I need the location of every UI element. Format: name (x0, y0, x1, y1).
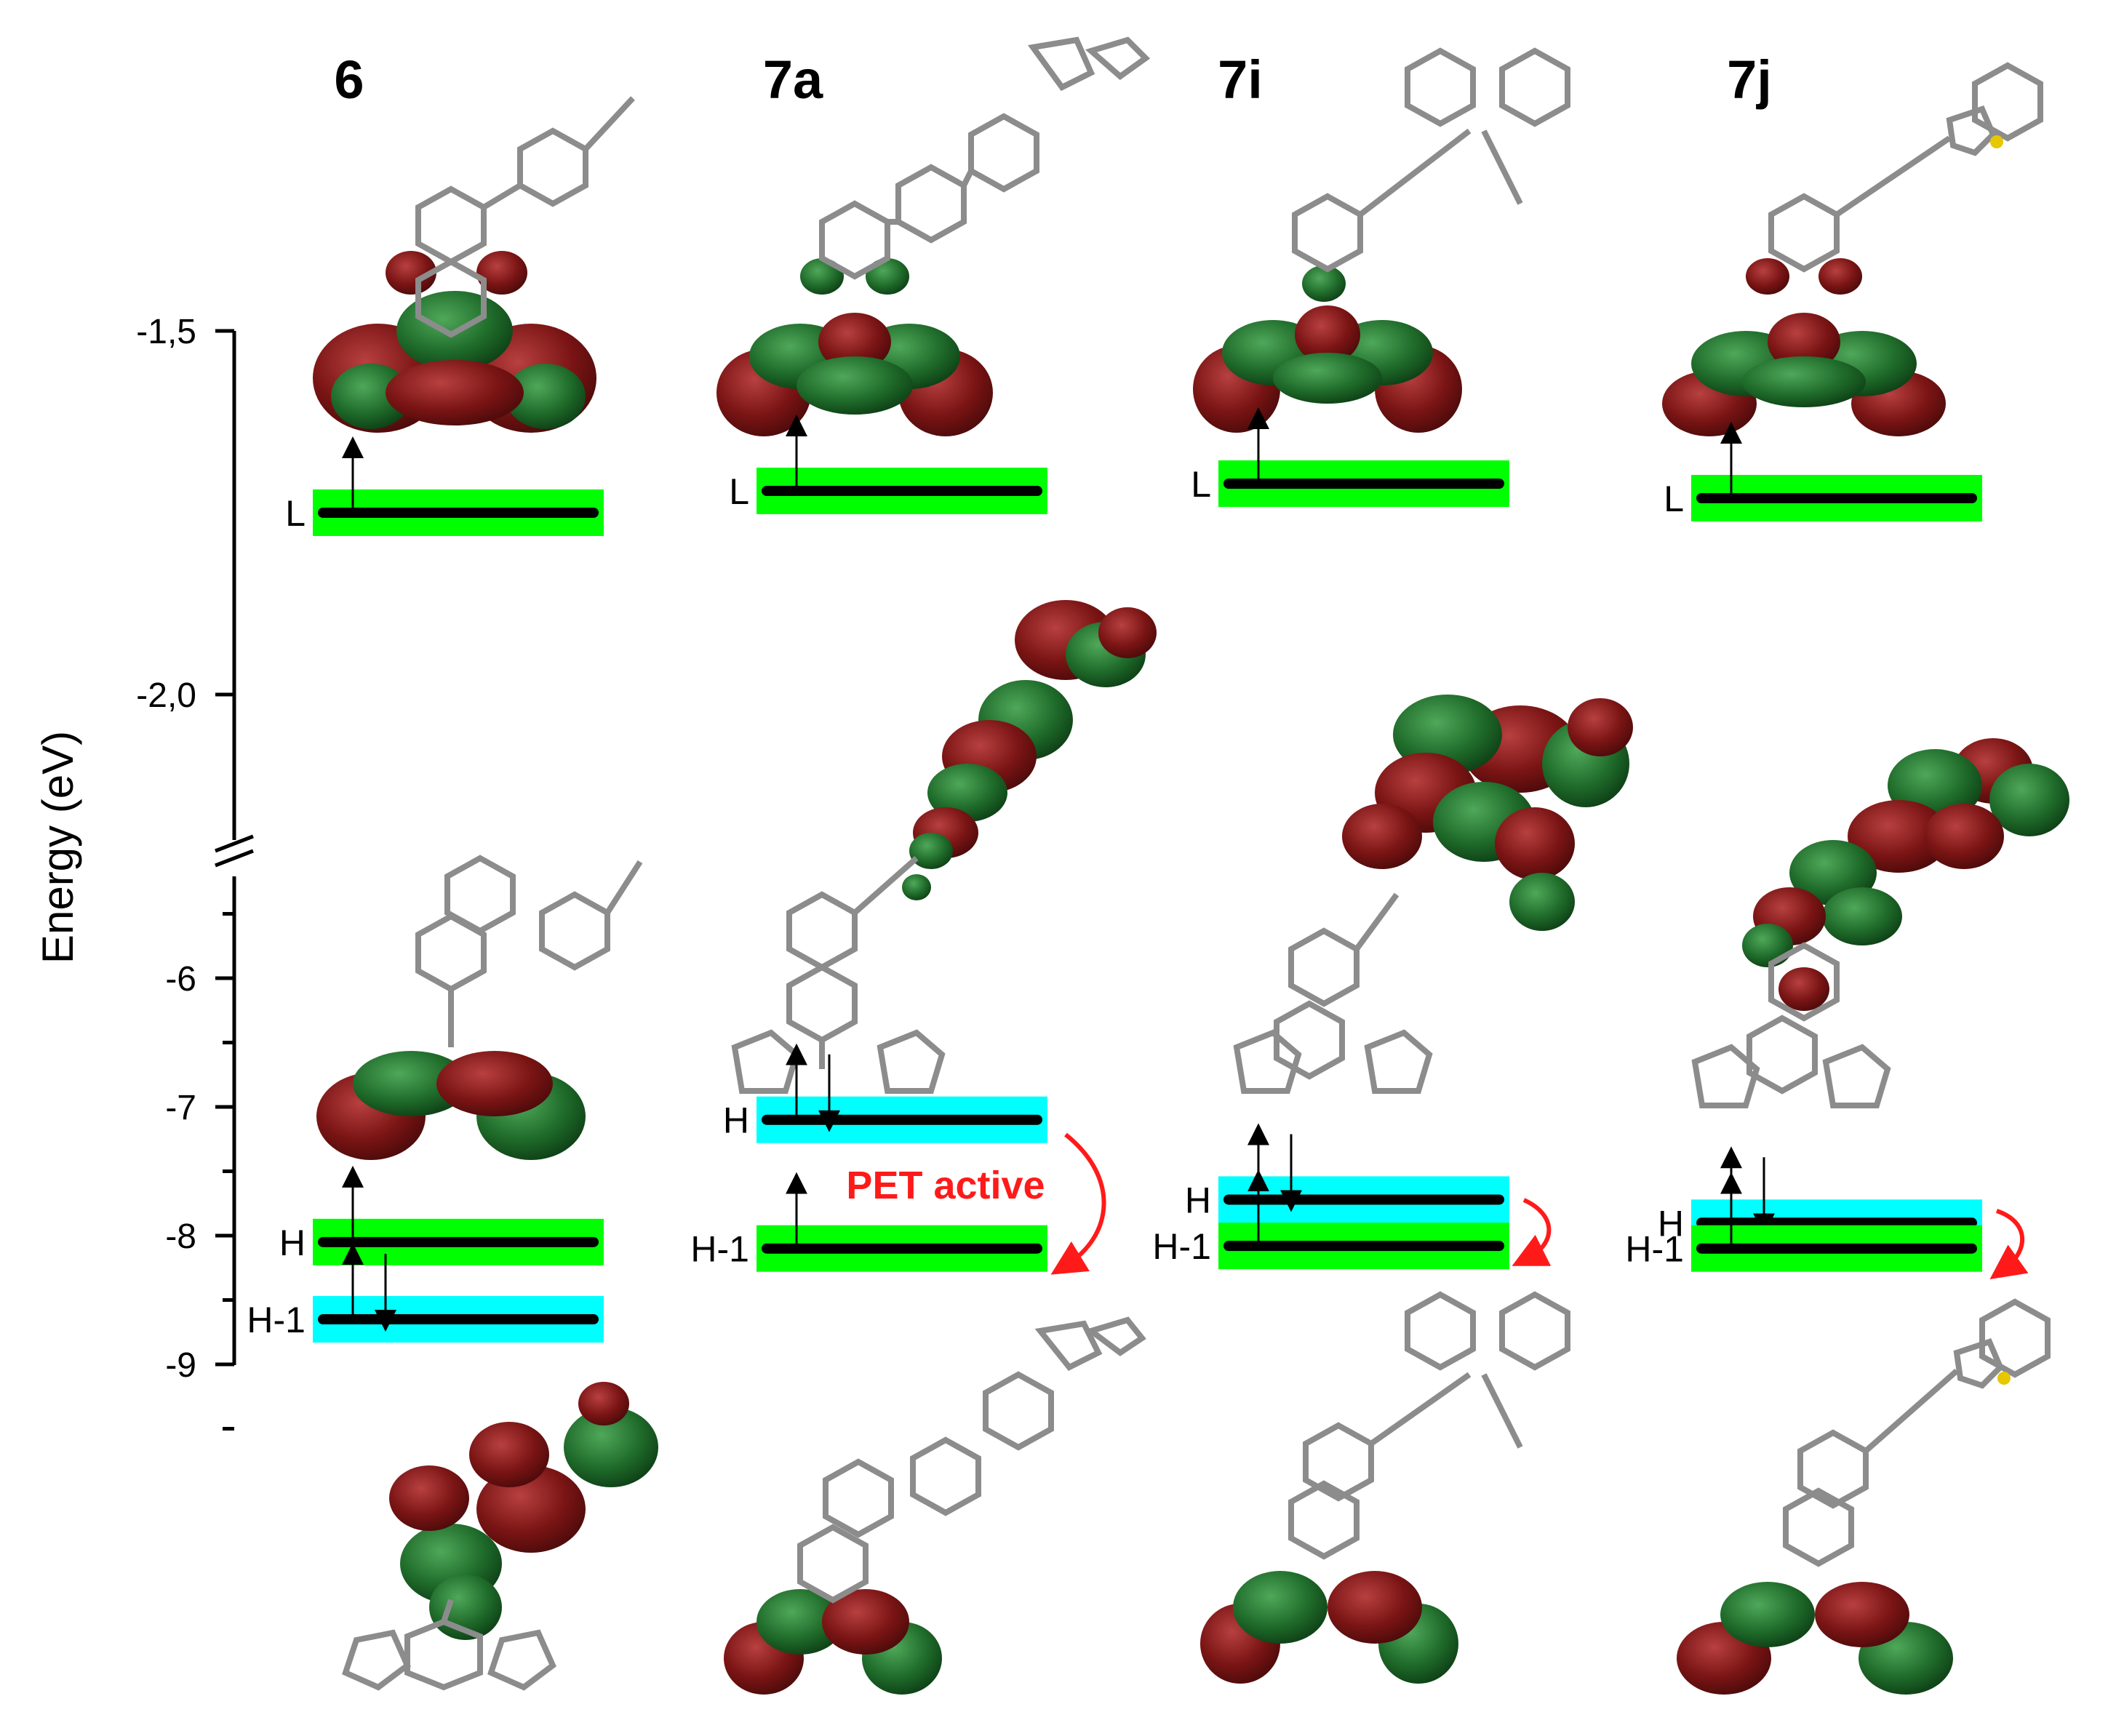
orbital-7i-lumo (1193, 265, 1462, 433)
pet-arrow-7i (1512, 1198, 1552, 1266)
axis-tick-label: -6 (165, 960, 196, 999)
level-label: L (1664, 479, 1684, 519)
sulfur-atom-7j-top (1990, 135, 2003, 148)
pet-active-label: PET active (846, 1164, 1045, 1207)
skeleton-7i-mid (1233, 892, 1433, 1094)
orbital-7i-homo-1 (1200, 1571, 1458, 1684)
level-7a-H: H (723, 1043, 1047, 1143)
orbital-illustrations (313, 36, 2069, 1695)
axis-tick-label: -9 (165, 1346, 196, 1385)
pet-arrow-7j (1989, 1209, 2029, 1279)
level-7i-H-1: H-1 (1152, 1169, 1509, 1270)
skeleton-7j-bottom (1783, 1298, 2051, 1567)
orbital-7a-lumo (716, 258, 993, 436)
axis-break-mark-1 (215, 834, 254, 853)
skeleton-7i-top (1292, 47, 1570, 273)
orbital-7j-homo-1 (1677, 1582, 1953, 1695)
level-label: L (285, 493, 306, 534)
level-label: L (729, 471, 749, 512)
compound-headers: 6 7a 7i 7j (334, 49, 1771, 110)
level-7a-H-1: H-1 (690, 1172, 1047, 1272)
level-7j-L: L (1664, 422, 1982, 521)
skeleton-7j-mid (1691, 942, 1891, 1108)
skeleton-6-top (415, 96, 635, 338)
skeleton-7a-mid (731, 856, 946, 1094)
level-7a-L: L (729, 415, 1047, 514)
skeleton-7a-bottom (797, 1316, 1146, 1604)
skeleton-6-bottom (342, 1599, 556, 1691)
level-7i-L: L (1191, 407, 1509, 507)
level-label: H (1658, 1203, 1684, 1244)
level-label: H-1 (1625, 1229, 1684, 1270)
axis-tick-label: -7 (165, 1089, 196, 1127)
level-6-H: H (279, 1165, 604, 1265)
skeleton-7a-top (819, 36, 1151, 280)
axis-tick-label: -1,5 (136, 313, 196, 351)
sulfur-atom-7j-bottom (1997, 1372, 2011, 1385)
compound-label-7j: 7j (1727, 49, 1772, 110)
axis-break-mark-2 (215, 849, 254, 868)
skeleton-6-mid (415, 855, 643, 1047)
orbital-6-lumo (313, 251, 596, 433)
lower-ticks: -6 -7 -8 -9 (165, 912, 234, 1431)
compound-label-6: 6 (334, 49, 364, 110)
level-label: L (1191, 464, 1211, 505)
level-7j-H-1: H-1 (1625, 1172, 1982, 1272)
level-label: H-1 (247, 1300, 306, 1340)
skeleton-7i-bottom (1288, 1291, 1570, 1560)
axis-tick-label: -8 (165, 1217, 196, 1256)
skeleton-7j-top (1768, 62, 2043, 273)
energy-axis: -1,5 -2,0 -6 -7 -8 -9 Energy (eV) (33, 313, 254, 1431)
level-label: H (279, 1223, 306, 1263)
orbital-7j-lumo (1662, 258, 1946, 436)
compound-label-7a: 7a (763, 49, 823, 110)
orbital-6-homo (316, 1051, 586, 1160)
axis-title: Energy (eV) (33, 731, 82, 964)
orbital-7i-homo (1342, 695, 1633, 931)
pet-annotation: PET active (846, 1132, 2029, 1279)
axis-tick-label: -2,0 (136, 676, 196, 715)
level-6-H-1: H-1 (247, 1243, 604, 1343)
pet-arrow-7a (1050, 1132, 1106, 1275)
orbital-6-homo-1 (389, 1382, 658, 1640)
level-label: H-1 (690, 1229, 749, 1270)
orbital-7j-homo (1742, 738, 2069, 1011)
upper-ticks: -1,5 -2,0 (136, 313, 234, 715)
level-label: H (723, 1100, 749, 1141)
level-label: H-1 (1152, 1226, 1211, 1267)
level-6-L: L (285, 436, 604, 536)
orbital-7a-homo (902, 600, 1157, 900)
compound-label-7i: 7i (1218, 49, 1263, 110)
level-7i-H: H (1185, 1123, 1509, 1223)
orbital-7a-homo-1 (724, 1589, 942, 1695)
level-label: H (1185, 1180, 1211, 1220)
